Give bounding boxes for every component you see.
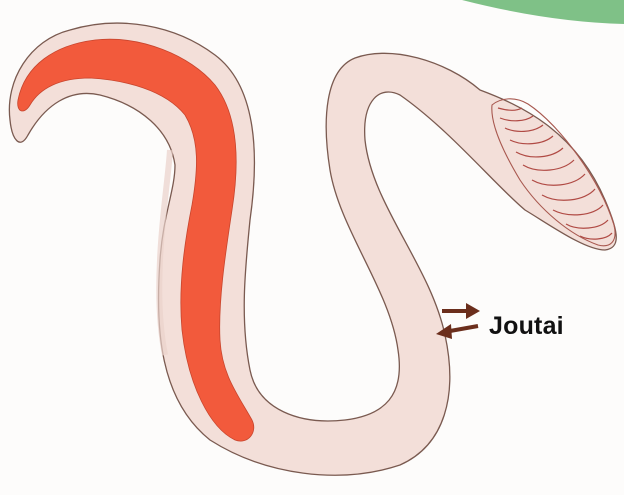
green-corner <box>462 0 624 24</box>
joutai-label: Joutai <box>489 312 564 341</box>
arrow-icon <box>442 303 480 319</box>
worm-body <box>9 23 616 475</box>
